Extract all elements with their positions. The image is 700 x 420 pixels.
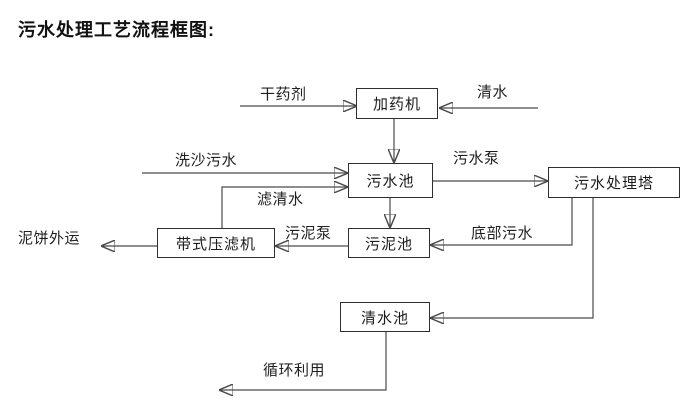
label-sand-washing-sewage: 洗沙污水 [175,152,238,169]
node-belt-filter-press: 带式压滤机 [157,228,275,258]
node-dosing-machine: 加药机 [356,88,438,119]
label-recycling-use: 循环利用 [263,362,326,379]
label-sewage-pump: 污水泵 [453,150,500,167]
label-sludge-pump: 污泥泵 [285,225,332,242]
edge-clean-water-pool-to-recycling [220,332,387,390]
label-clean-water: 清水 [477,84,509,101]
label-filtered-water: 滤清水 [257,191,304,208]
label-mud-cake-outbound: 泥饼外运 [18,230,81,247]
label-dry-chemical: 干药剂 [260,86,307,103]
label-bottom-sewage: 底部污水 [471,225,534,242]
edge-tower-to-clean-water-pool [431,198,594,318]
node-sewage-pool: 污水池 [348,163,433,198]
node-sewage-treatment-tower: 污水处理塔 [548,167,680,198]
diagram-title: 污水处理工艺流程框图: [18,20,215,40]
node-sludge-pool: 污泥池 [348,228,430,258]
edge-filtered-water-to-sewage-pool [221,187,347,228]
node-clean-water-pool: 清水池 [340,302,430,332]
edge-bottom-sewage-to-sludge-pool [431,198,573,245]
